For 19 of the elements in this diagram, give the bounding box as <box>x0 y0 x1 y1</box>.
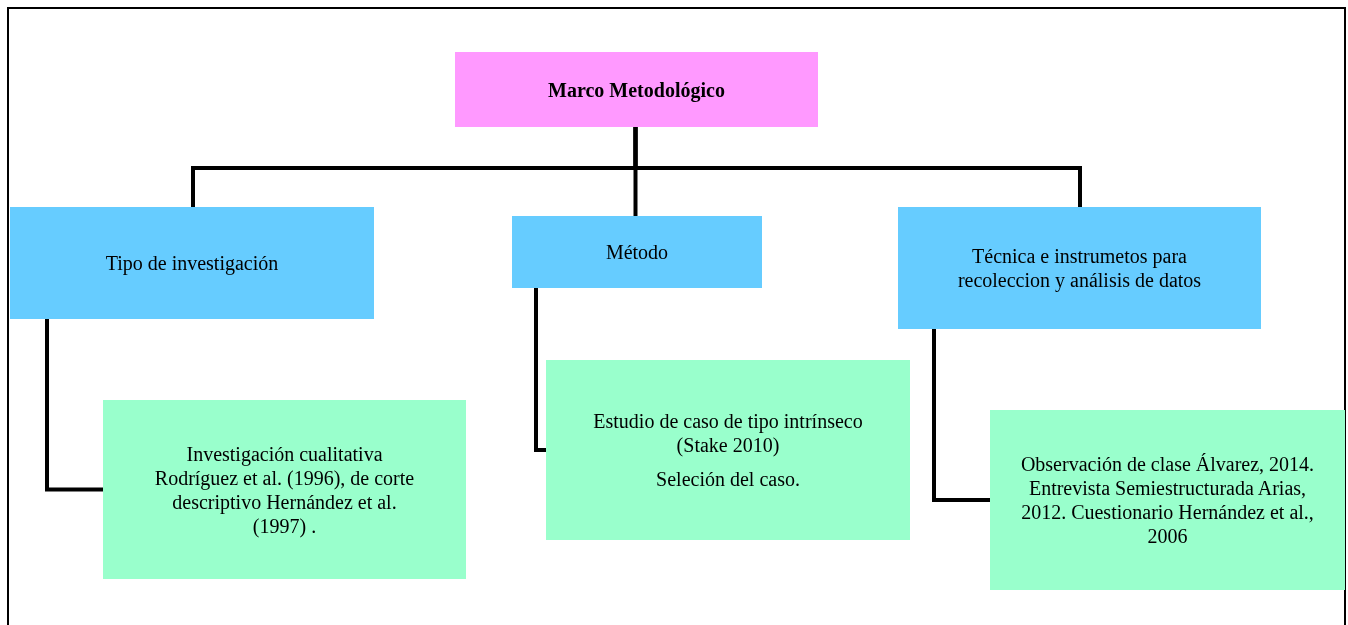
detail-box <box>103 400 466 579</box>
node-text: Tipo de investigación <box>105 251 279 275</box>
connector-line <box>932 329 990 502</box>
node-text: Método <box>605 240 669 264</box>
category-box <box>10 207 374 319</box>
title-box <box>455 52 818 127</box>
category-box <box>898 207 1261 329</box>
node-text: Investigación cualitativa Rodríguez et al. (1996), de corte descriptivo Hernández et al. (1997) . <box>153 441 416 538</box>
connector-line <box>45 319 103 492</box>
category-box <box>512 216 762 288</box>
node-text: Técnica e instrumetos para recoleccion y análisis de datos <box>956 244 1203 292</box>
node-text: Estudio de caso de tipo intrínseco (Stake 2010) <box>592 409 864 457</box>
detail-box <box>990 410 1345 590</box>
node-text: Marco Metodológico <box>548 77 725 102</box>
connector-line <box>534 288 546 452</box>
connector-line <box>633 127 1082 207</box>
node-text: Observación de clase Álvarez, 2014. Entrevista Semiestructurada Arias, 2012. Cuestionario Hernández et al., 2006 <box>1020 452 1315 548</box>
node-text: Seleción del caso. <box>656 467 800 491</box>
detail-box <box>546 360 910 540</box>
